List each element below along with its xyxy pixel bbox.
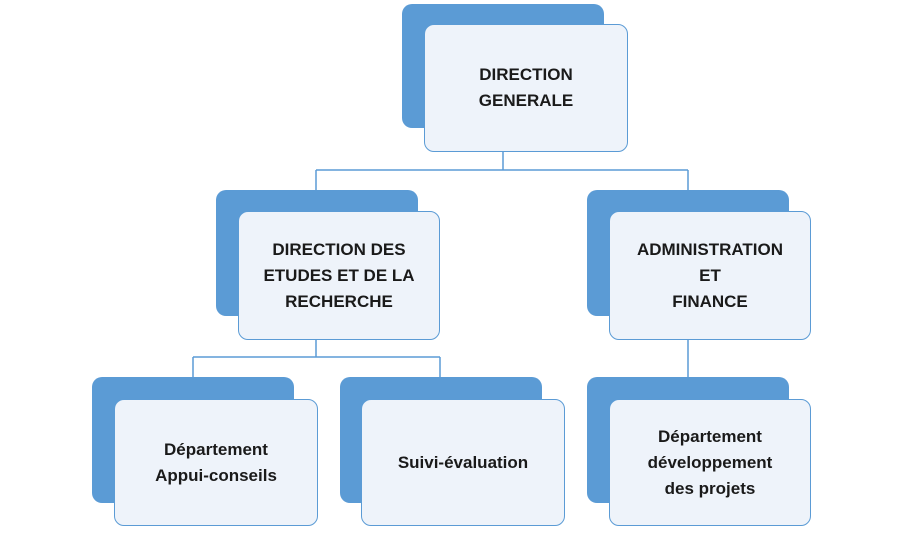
node-card: DIRECTION DES ETUDES ET DE LA RECHERCHE — [238, 211, 440, 340]
node-label-departement-projets: Département développement des projets — [647, 426, 773, 498]
node-card: DIRECTION GENERALE — [424, 24, 628, 152]
node-label-departement-appui: Département Appui-conseils — [155, 439, 277, 485]
node-card: Suivi-évaluation — [361, 399, 565, 526]
node-card: ADMINISTRATION ET FINANCE — [609, 211, 811, 340]
node-label-direction-etudes: DIRECTION DES ETUDES ET DE LA RECHERCHE — [263, 239, 415, 311]
node-label-direction-generale: DIRECTION GENERALE — [478, 65, 574, 110]
node-card: Département développement des projets — [609, 399, 811, 526]
node-card: Département Appui-conseils — [114, 399, 318, 526]
node-label-suivi-evaluation: Suivi-évaluation — [397, 452, 529, 472]
node-label-administration-finance: ADMINISTRATION ET FINANCE — [636, 239, 784, 311]
